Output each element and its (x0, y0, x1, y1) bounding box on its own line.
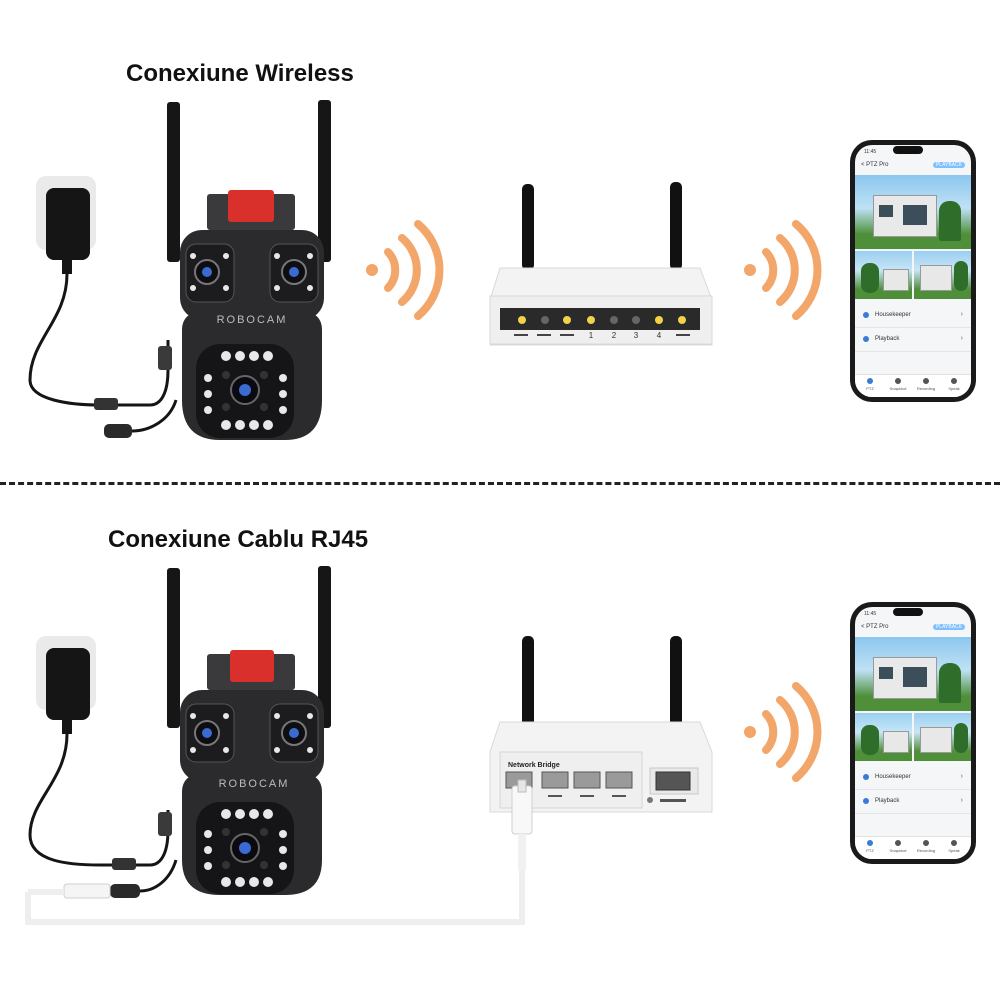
camera-feed-grid (855, 175, 971, 301)
router-port-2-label: 2 (612, 331, 617, 340)
menu-item-playback[interactable]: Playback› (855, 791, 971, 814)
app-tab-bar: PTZ Snapshot Recording Speak (855, 836, 971, 859)
wireless-diagram: ROBOCAM (28, 100, 822, 440)
phone-screen: 11:45 < PTZ Pro PLAYBACK (855, 607, 971, 859)
tab-ptz[interactable]: PTZ (859, 840, 881, 853)
camera-feed-3[interactable] (914, 251, 971, 299)
ptz-camera (167, 566, 331, 895)
app-back-button[interactable]: < PTZ Pro (861, 624, 889, 630)
camera-brand-label: ROBOCAM (217, 314, 288, 326)
cable-diagram: ROBOCAM Network Bridge (25, 566, 822, 925)
camera-feed-main[interactable] (855, 175, 971, 249)
camera-feed-grid (855, 637, 971, 763)
section-divider (0, 482, 1000, 485)
smartphone: 11:45 < PTZ Pro PLAYBACK (850, 602, 976, 864)
tab-snapshot[interactable]: Snapshot (887, 378, 909, 391)
wifi-waves-icon (744, 220, 822, 320)
wireless-title: Conexiune Wireless (126, 60, 354, 87)
ptz-camera (167, 100, 331, 440)
router-port-1-label: 1 (589, 331, 594, 340)
camera-feed-3[interactable] (914, 713, 971, 761)
power-adapter (25, 636, 525, 925)
menu-item-housekeeper[interactable]: Housekeeper› (855, 767, 971, 790)
network-bridge-label: Network Bridge (508, 762, 560, 769)
tab-recording[interactable]: Recording (915, 840, 937, 853)
phone-screen: 11:45 < PTZ Pro PLAYBACK (855, 145, 971, 397)
tab-snapshot[interactable]: Snapshot (887, 840, 909, 853)
camera-feed-2[interactable] (855, 713, 912, 761)
menu-item-housekeeper[interactable]: Housekeeper› (855, 305, 971, 328)
cable-title: Conexiune Cablu RJ45 (108, 526, 369, 553)
camera-brand-label: ROBOCAM (219, 778, 290, 790)
router-port-4-label: 4 (657, 331, 662, 340)
tab-speak[interactable]: Speak (943, 378, 965, 391)
wifi-waves-icon (744, 682, 822, 782)
wifi-router (489, 182, 713, 346)
playback-badge[interactable]: PLAYBACK (932, 624, 965, 630)
camera-feed-main[interactable] (855, 637, 971, 711)
app-header: < PTZ Pro PLAYBACK (855, 621, 971, 635)
menu-item-playback[interactable]: Playback› (855, 329, 971, 352)
smartphone: 11:45 < PTZ Pro PLAYBACK (850, 140, 976, 402)
router-port-3-label: 3 (634, 331, 639, 340)
phone-status-bar: 11:45 (864, 149, 877, 155)
cable-section: Conexiune Cablu RJ45 (0, 490, 1000, 1000)
phone-status-bar: 11:45 (864, 611, 877, 617)
tab-speak[interactable]: Speak (943, 840, 965, 853)
tab-recording[interactable]: Recording (915, 378, 937, 391)
app-back-button[interactable]: < PTZ Pro (861, 162, 889, 168)
tab-ptz[interactable]: PTZ (859, 378, 881, 391)
playback-badge[interactable]: PLAYBACK (932, 162, 965, 168)
network-bridge-device (489, 636, 713, 870)
app-tab-bar: PTZ Snapshot Recording Speak (855, 374, 971, 397)
camera-feed-2[interactable] (855, 251, 912, 299)
wireless-section: Conexiune Wireless (0, 0, 1000, 480)
power-adapter (28, 176, 178, 438)
wifi-waves-icon (366, 220, 444, 320)
app-header: < PTZ Pro PLAYBACK (855, 159, 971, 173)
